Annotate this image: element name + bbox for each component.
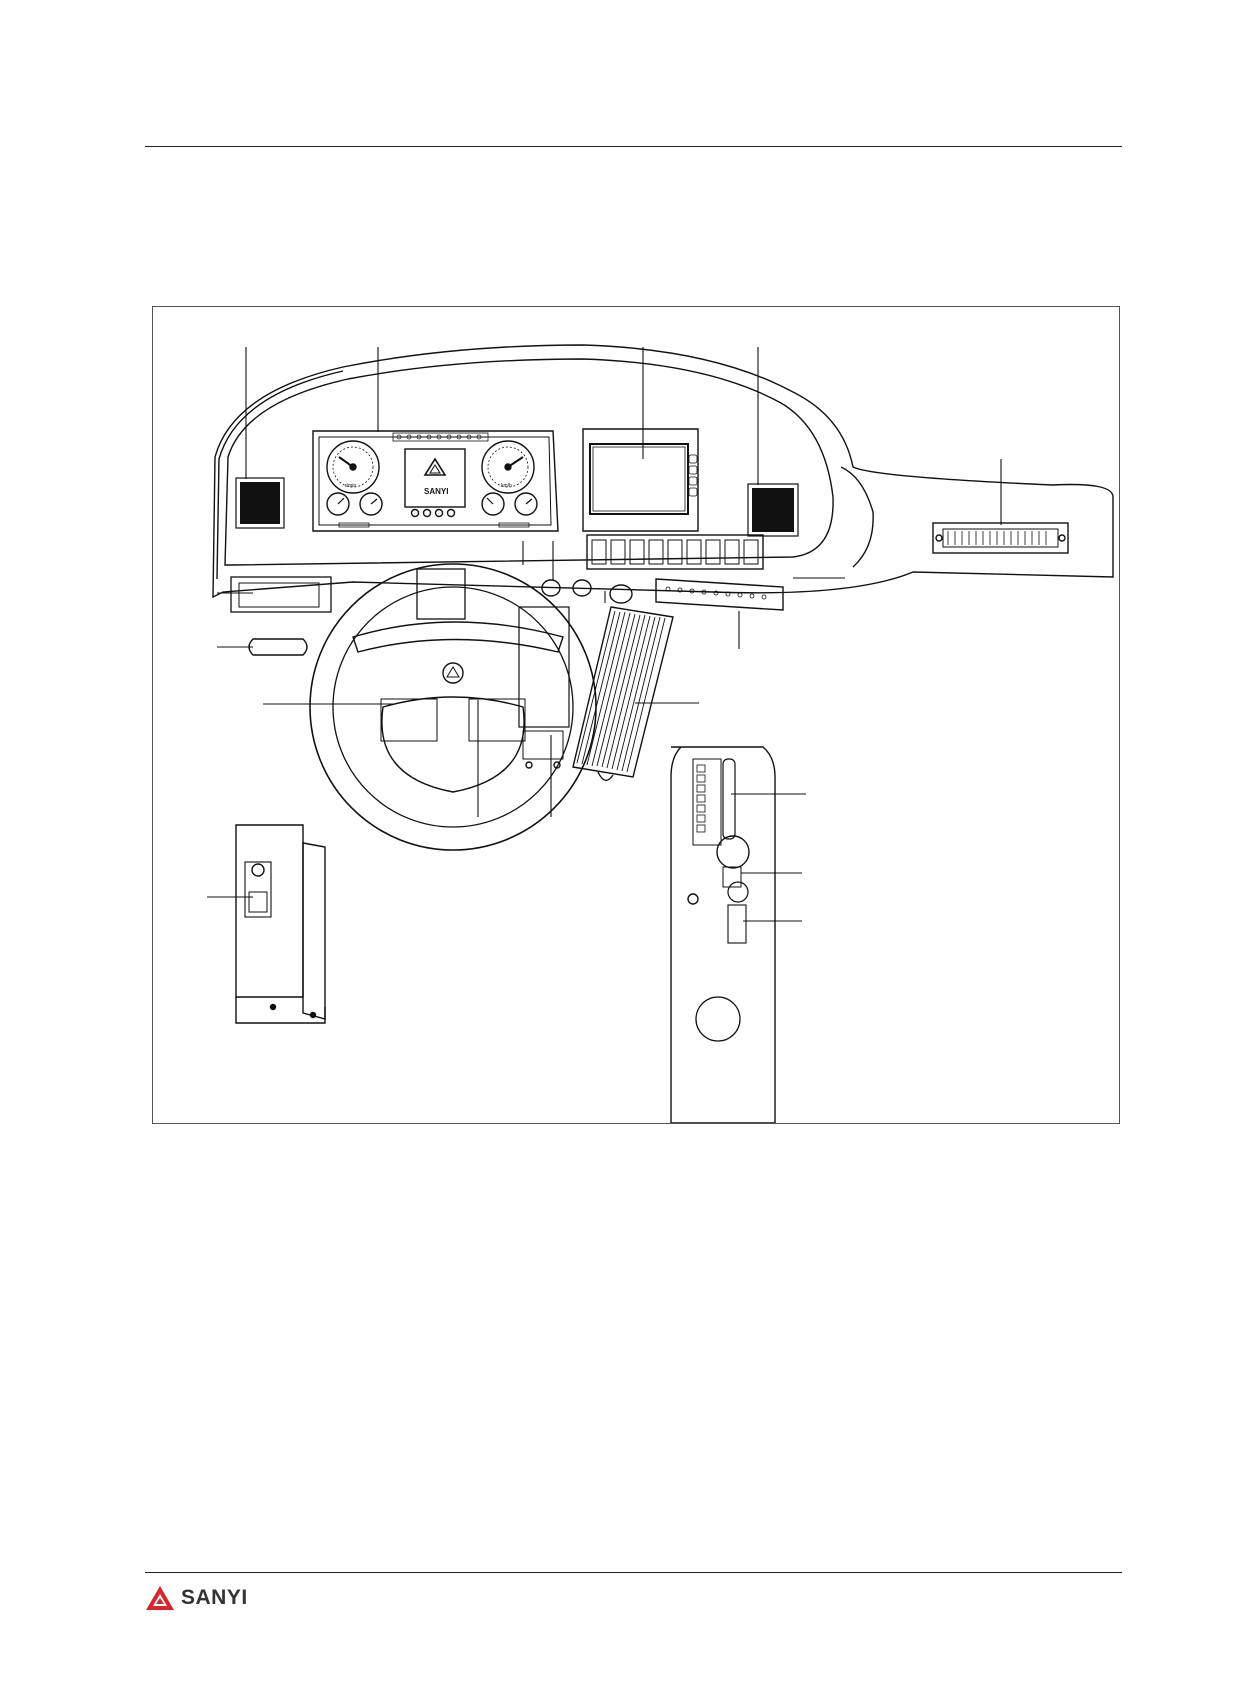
cluster-display <box>404 448 466 508</box>
instrument-cluster: r/min km/h SANYI <box>312 430 559 532</box>
dashboard-figure: r/min km/h SANYI <box>152 306 1120 1124</box>
sanyi-logo-icon <box>146 1586 174 1610</box>
svg-text:r/min: r/min <box>345 483 356 489</box>
steering-column-box <box>518 606 570 769</box>
steering-stalk <box>248 638 308 656</box>
dashboard-shell <box>212 344 1114 599</box>
small-gauge-1 <box>326 492 350 516</box>
control-knobs <box>541 579 633 604</box>
left-under-dash-unit <box>230 576 332 613</box>
footer-logo: SANYI <box>145 1585 248 1611</box>
svg-text:SANYI: SANYI <box>424 487 448 496</box>
cluster-logo <box>423 457 447 476</box>
footer-brand-text: SANYI <box>181 1586 248 1609</box>
right-air-vent <box>932 522 1069 554</box>
tachometer-gauge <box>326 440 380 494</box>
right-speaker-grille <box>747 483 799 537</box>
callout-lines <box>207 347 1002 922</box>
header-rule <box>145 146 1122 147</box>
speedometer-gauge <box>481 440 535 494</box>
switch-panel <box>586 534 764 570</box>
center-monitor <box>582 428 699 532</box>
small-gauge-4 <box>514 492 538 516</box>
gear-shifter-console <box>670 746 776 1123</box>
svg-text:km/h: km/h <box>501 483 512 489</box>
footer-rule <box>145 1572 1122 1573</box>
left-speaker-grille <box>235 477 285 529</box>
small-gauge-2 <box>359 492 383 516</box>
side-control-box <box>235 824 326 1024</box>
small-gauge-3 <box>481 492 505 516</box>
accelerator-pedal <box>572 606 674 781</box>
lower-switch-strip <box>655 578 784 611</box>
